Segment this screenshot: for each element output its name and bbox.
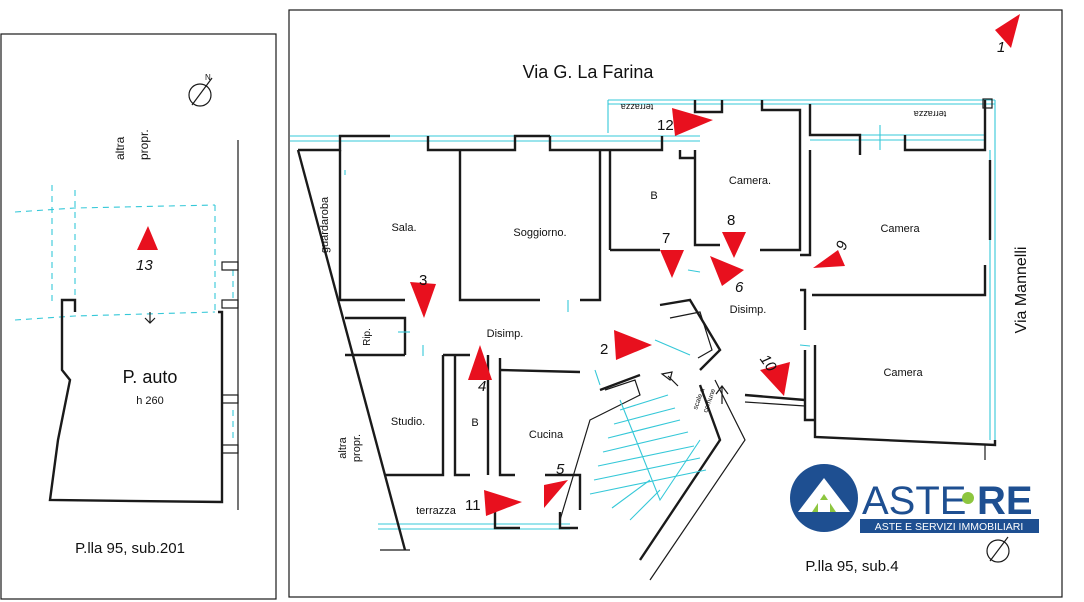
room-bagno-top: B [650,190,657,202]
logo-brand-left: ASTE [862,479,966,523]
marker-7-arrow-icon [660,250,684,278]
marker-1-arrow-icon [995,14,1020,48]
parking-label: P. auto [123,367,178,387]
svg-text:N: N [205,73,211,82]
altra-label-2: propr. [351,434,363,462]
marker-6-label: 6 [735,279,744,296]
marker-2-label: 2 [600,341,608,358]
room-disimp-right: Disimp. [730,304,767,316]
room-labels: Sala. Soggiorno. B Camera. Camera Camera… [319,102,946,517]
room-camera-top: Camera. [729,175,771,187]
marker-9-label: 9 [833,238,852,252]
street-top-label: Via G. La Farina [523,62,655,82]
left-panel-frame [0,33,277,600]
room-terrazza-bottom: terrazza [416,505,457,517]
altra-label-1: altra [337,436,349,458]
marker-2-arrow-icon [614,330,652,360]
altra-propr-label-2: propr. [137,129,151,160]
room-disimp-left: Disimp. [487,328,524,340]
marker-10-arrow-icon [760,362,790,396]
marker-9-arrow-icon [813,250,845,268]
marker-3-arrow-icon [410,282,436,318]
room-soggiorno: Soggiorno. [513,227,566,239]
marker-11-label: 11 [465,497,481,514]
logo-dot-icon [962,492,974,504]
room-bagno-bottom: B [471,417,478,429]
aste-re-logo: ASTE RE ASTE E SERVIZI IMMOBILIARI [790,464,1039,533]
window-lines [290,99,996,530]
marker-1-label: 1 [997,39,1005,56]
logo-brand-right: RE [977,479,1033,523]
left-dashed-lines [14,185,234,440]
north-compass-icon-right [986,536,1010,563]
right-panel-frame [288,9,1063,598]
marker-8-arrow-icon [722,232,746,258]
terrazza-top-right: terrazza [914,109,947,119]
marker-12-arrow-icon [672,108,713,136]
room-rip: Rip. [362,328,373,346]
altra-propr-label-1: altra [113,136,127,160]
street-right-label: Via Mannelli [1013,247,1030,334]
room-sala: Sala. [391,222,416,234]
north-compass-icon: N [188,73,213,107]
logo-tagline: ASTE E SERVIZI IMMOBILIARI [875,521,1024,533]
marker-13-label: 13 [136,257,153,274]
marker-7-label: 7 [662,230,670,247]
room-camera-bottom: Camera [883,367,923,379]
marker-13-arrow-icon [137,226,158,250]
parking-height-label: h 260 [136,395,164,407]
terrazza-top-left: terrazza [621,102,654,112]
parking-walls [48,140,239,510]
marker-4-arrow-icon [468,345,492,380]
photo-markers: 1 12 8 7 6 9 3 2 4 10 5 11 13 [136,14,1020,516]
marker-3-label: 3 [419,272,427,289]
room-cucina: Cucina [529,429,564,441]
marker-12-label: 12 [657,117,674,134]
marker-5-arrow-icon [544,480,568,508]
marker-11-arrow-icon [484,490,522,516]
marker-5-label: 5 [556,461,565,478]
left-parcel-label: P.lla 95, sub.201 [75,540,185,557]
room-camera-right: Camera [880,223,920,235]
room-studio: Studio. [391,416,425,428]
guardaroba-label: guardaroba [319,196,331,253]
right-parcel-label: P.lla 95, sub.4 [805,558,898,575]
marker-8-label: 8 [727,212,735,229]
marker-6-arrow-icon [710,256,744,286]
marker-4-label: 4 [478,378,486,395]
apartment-walls [296,98,997,581]
